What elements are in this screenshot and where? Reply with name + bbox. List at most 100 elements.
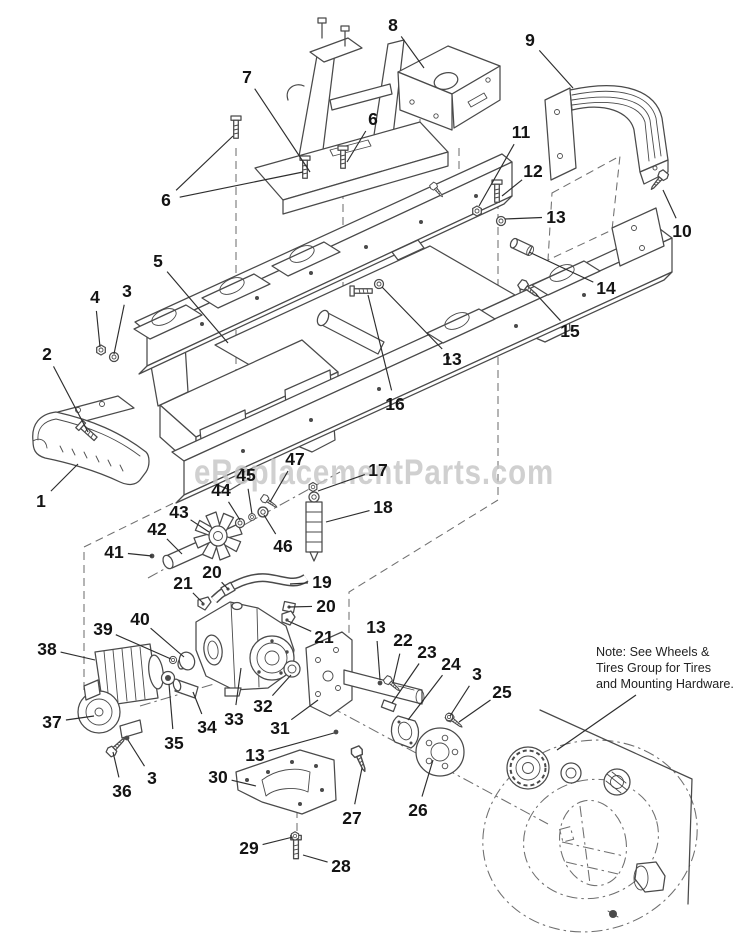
callout-27: 27 [342, 808, 361, 828]
callout-1: 1 [36, 491, 46, 511]
leader-line-19 [289, 582, 309, 585]
callout-19: 19 [312, 572, 332, 592]
bearing-32 [283, 660, 301, 678]
leader-line-13 [268, 732, 335, 752]
leader-line-17 [317, 474, 365, 492]
callout-12: 12 [523, 161, 543, 181]
front-bumper [32, 395, 150, 486]
callout-34: 34 [197, 717, 217, 737]
callout-30: 30 [208, 767, 228, 787]
callout-47: 47 [285, 449, 304, 469]
callout-13: 13 [442, 349, 462, 369]
leader-line-3 [449, 685, 470, 717]
leader-line-22 [392, 653, 401, 684]
callout-39: 39 [93, 619, 113, 639]
callout-35: 35 [164, 733, 184, 753]
callout-22: 22 [393, 630, 413, 650]
callout-28: 28 [331, 856, 351, 876]
flange-24 [390, 715, 420, 749]
callout-45: 45 [236, 465, 256, 485]
callout-13: 13 [366, 617, 386, 637]
valve-stem [607, 910, 619, 918]
leader-line-40 [150, 627, 185, 658]
callout-2: 2 [42, 344, 52, 364]
leader-line-23 [391, 663, 420, 704]
callout-5: 5 [153, 251, 163, 271]
watermark: eReplacementParts.com [194, 453, 554, 492]
callout-21: 21 [314, 627, 334, 647]
leader-line-15 [535, 293, 561, 322]
leader-line-32 [271, 674, 292, 696]
leader-line-13 [376, 640, 381, 681]
leader-line-28 [302, 854, 328, 863]
pump-motor-assembly [77, 643, 164, 739]
leader-line-38 [60, 651, 96, 661]
leader-line-13 [381, 286, 443, 350]
transaxle [177, 601, 295, 697]
leader-line-7 [254, 88, 311, 173]
leader-line-1 [50, 463, 79, 492]
leader-line-6 [179, 171, 304, 198]
support-bracket [397, 45, 501, 131]
callout-36: 36 [112, 781, 132, 801]
note-line-1: Note: See Wheels & [596, 645, 710, 659]
leader-line-11 [478, 143, 515, 207]
callout-10: 10 [672, 221, 692, 241]
leader-line-21 [287, 620, 312, 632]
spacer-14 [509, 237, 535, 256]
callout-20: 20 [316, 596, 336, 616]
leader-line-30 [231, 779, 257, 787]
leader-line-6 [346, 130, 367, 163]
fan-and-shaft-group [162, 481, 323, 570]
callout-18: 18 [373, 497, 393, 517]
leader-line-39 [115, 634, 172, 660]
leader-line-44 [228, 501, 241, 521]
leader-line-10 [662, 189, 677, 219]
leader-line-3 [127, 739, 145, 767]
leader-line-29 [262, 836, 294, 846]
frame-weldment [133, 153, 673, 504]
leader-line-41 [127, 552, 153, 557]
callout-23: 23 [417, 642, 437, 662]
leader-line-37 [65, 715, 95, 721]
leader-line-14 [528, 251, 594, 283]
leader-line-34 [192, 691, 203, 715]
callout-labels: 1234566789101112131415131617184745444342… [36, 15, 692, 876]
leader-line-18 [325, 510, 370, 523]
seat-support-weldment [254, 17, 449, 215]
callout-3: 3 [147, 768, 157, 788]
leader-line-12 [501, 179, 523, 197]
callout-41: 41 [104, 542, 124, 562]
callout-37: 37 [42, 712, 61, 732]
callout-3: 3 [472, 664, 482, 684]
callout-9: 9 [525, 30, 535, 50]
leader-line-4 [95, 310, 101, 348]
leader-line-20 [288, 605, 313, 608]
fasteners [75, 115, 671, 860]
callout-26: 26 [408, 800, 428, 820]
leader-line-20 [221, 581, 229, 590]
leader-line-33 [235, 667, 242, 706]
callout-8: 8 [388, 15, 398, 35]
callout-16: 16 [385, 394, 405, 414]
leader-line-5 [166, 271, 229, 344]
hub-cap [633, 861, 666, 893]
leader-line-46 [263, 514, 277, 535]
leader-line-27 [354, 767, 363, 805]
callout-14: 14 [596, 278, 616, 298]
callout-6: 6 [368, 109, 378, 129]
callout-31: 31 [270, 718, 290, 738]
callout-25: 25 [492, 682, 512, 702]
leader-line-45 [247, 488, 253, 515]
note: Note: See Wheels & Tires Group for Tires… [556, 645, 734, 751]
note-leader-line [556, 694, 637, 751]
callout-13: 13 [245, 745, 265, 765]
callout-46: 46 [273, 536, 293, 556]
callout-4: 4 [90, 287, 100, 307]
callout-40: 40 [130, 609, 150, 629]
callout-32: 32 [253, 696, 273, 716]
leader-line-47 [269, 470, 289, 503]
leader-line-3 [113, 304, 125, 355]
callout-38: 38 [37, 639, 57, 659]
